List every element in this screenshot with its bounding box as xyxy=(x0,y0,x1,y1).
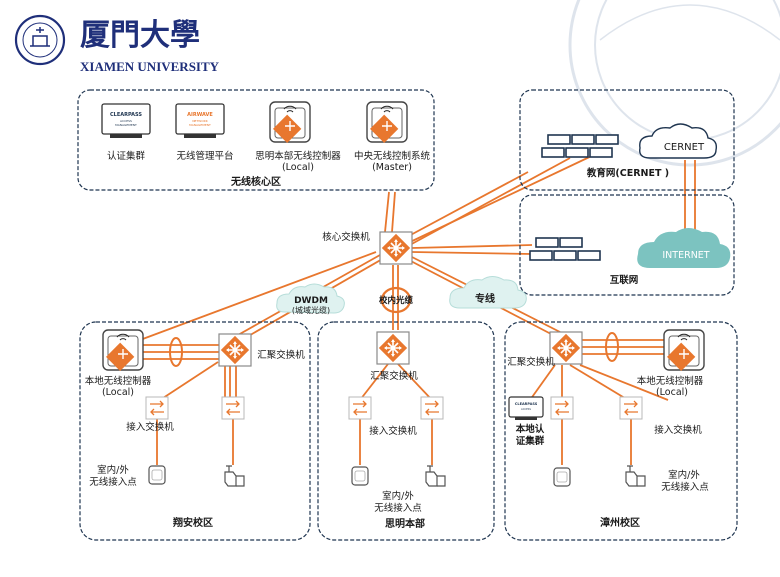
logo-english-name: XIAMEN UNIVERSITY xyxy=(80,59,220,74)
campus-fiber-link: 校内光缆 xyxy=(379,286,414,314)
cernet-zone-label: 教育网(CERNET ) xyxy=(586,167,669,179)
zhangzhou-agg-label: 汇聚交换机 xyxy=(507,356,555,368)
zhangzhou-link-aggregation xyxy=(605,332,619,362)
zhangzhou-controller-sublabel: (Local) xyxy=(656,387,688,398)
zhangzhou-ap-label: 室内/外 xyxy=(668,469,700,481)
zhangzhou-access-points: 室内/外 无线接入点 xyxy=(553,465,709,493)
svg-text:MANAGEMENT: MANAGEMENT xyxy=(189,123,211,127)
svg-text:CLEARPASS: CLEARPASS xyxy=(515,402,538,406)
svg-text:ACCESS: ACCESS xyxy=(521,407,531,411)
siming-aggregation-switch: 汇聚交换机 xyxy=(370,331,418,382)
management-platform-label: 无线管理平台 xyxy=(176,150,233,162)
zhangzhou-auth-sublabel: 证集群 xyxy=(516,435,545,447)
xiangan-link-aggregation xyxy=(169,337,183,367)
xiangan-ap-sublabel: 无线接入点 xyxy=(89,476,137,488)
zhangzhou-zone-label: 漳州校区 xyxy=(600,516,640,529)
siming-campus-zone: 汇聚交换机 接入交换机 室内/外 无线接入点 思明本部 xyxy=(317,321,495,541)
xiangan-agg-label: 汇聚交换机 xyxy=(257,349,305,361)
network-links xyxy=(125,151,696,465)
siming-ap-sublabel: 无线接入点 xyxy=(374,502,422,514)
zhangzhou-campus-zone: 汇聚交换机 本地无线控制器 (Local) CLEARPASS ACCESS 本… xyxy=(504,321,738,541)
campus-fiber-label: 校内光缆 xyxy=(379,295,414,306)
dwdm-link-label: DWDM (城域光缆) xyxy=(276,283,345,315)
zhangzhou-access-switches: 接入交换机 xyxy=(550,396,702,436)
dwdm-sublabel: (城域光缆) xyxy=(292,305,330,315)
cernet-zone: CERNET 教育网(CERNET ) xyxy=(519,89,735,191)
core-zone-label: 无线核心区 xyxy=(230,175,281,188)
zhangzhou-access-label: 接入交换机 xyxy=(654,424,702,436)
svg-text:MANAGEMENT: MANAGEMENT xyxy=(115,123,137,127)
wireless-management-platform: AIRWAVE NETWORK MANAGEMENT 无线管理平台 xyxy=(175,103,234,162)
cernet-cloud-label: CERNET xyxy=(664,142,705,153)
core-switch-label: 核心交换机 xyxy=(322,231,370,243)
cernet-router-icon xyxy=(541,134,619,158)
siming-zone-label: 思明本部 xyxy=(385,517,425,530)
xiangan-controller-label: 本地无线控制器 xyxy=(85,375,152,387)
internet-cloud-label: INTERNET xyxy=(662,250,709,261)
auth-cluster-label: 认证集群 xyxy=(107,150,146,162)
dwdm-label: DWDM xyxy=(294,296,328,306)
svg-text:ACCESS: ACCESS xyxy=(120,119,132,123)
siming-access-points: 室内/外 无线接入点 xyxy=(351,465,446,514)
central-master-controller: 中央无线控制系统 (Master) xyxy=(354,101,431,173)
cernet-cloud: CERNET xyxy=(639,123,718,159)
xiangan-access-label: 接入交换机 xyxy=(126,421,174,433)
core-switch: 核心交换机 xyxy=(322,231,413,265)
siming-ap-label: 室内/外 xyxy=(382,490,414,502)
xiangan-campus-zone: 本地无线控制器 (Local) 汇聚交换机 接入交换机 室内/外 无线接入点 翔… xyxy=(79,321,311,541)
zhangzhou-local-controller: 本地无线控制器 (Local) xyxy=(637,329,705,398)
internet-zone-label: 互联网 xyxy=(610,274,639,286)
internet-zone: INTERNET 互联网 xyxy=(519,194,735,296)
zhangzhou-auth-cluster: CLEARPASS ACCESS 本地认 证集群 xyxy=(508,396,545,447)
siming-controller-sublabel: (Local) xyxy=(282,162,314,173)
internet-router-icon xyxy=(529,237,601,261)
university-logo: 厦門大學 XIAMEN UNIVERSITY xyxy=(14,14,220,74)
siming-agg-label: 汇聚交换机 xyxy=(370,370,418,382)
zhangzhou-ap-sublabel: 无线接入点 xyxy=(661,481,709,493)
auth-cluster: CLEARPASS ACCESS MANAGEMENT 认证集群 xyxy=(101,103,151,162)
siming-access-switches: 接入交换机 xyxy=(348,396,444,437)
siming-access-label: 接入交换机 xyxy=(369,425,417,437)
siming-controller-label: 思明本部无线控制器 xyxy=(255,150,341,162)
zhangzhou-controller-label: 本地无线控制器 xyxy=(637,375,704,387)
xiangan-local-controller: 本地无线控制器 (Local) xyxy=(85,329,152,398)
internet-cloud: INTERNET xyxy=(637,228,731,268)
xiangan-controller-sublabel: (Local) xyxy=(102,387,134,398)
svg-text:AIRWAVE: AIRWAVE xyxy=(187,112,213,118)
xiangan-access-switches: 接入交换机 xyxy=(126,396,245,433)
zhangzhou-aggregation-switch: 汇聚交换机 xyxy=(507,331,583,368)
leased-line-link: 专线 xyxy=(449,276,527,309)
master-controller-label: 中央无线控制系统 xyxy=(354,150,431,162)
master-controller-sublabel: (Master) xyxy=(372,162,412,173)
siming-local-controller: 思明本部无线控制器 (Local) xyxy=(255,101,341,173)
zhangzhou-auth-label: 本地认 xyxy=(516,423,545,435)
xiangan-zone-label: 翔安校区 xyxy=(172,516,213,529)
core-zone: CLEARPASS ACCESS MANAGEMENT 认证集群 AIRWAVE… xyxy=(77,89,435,191)
logo-chinese-name: 厦門大學 xyxy=(80,18,200,53)
leased-line-label: 专线 xyxy=(475,292,495,305)
svg-text:NETWORK: NETWORK xyxy=(192,119,208,123)
svg-text:CLEARPASS: CLEARPASS xyxy=(110,112,142,118)
xiangan-access-points: 室内/外 无线接入点 xyxy=(89,464,245,488)
xiangan-ap-label: 室内/外 xyxy=(97,464,129,476)
xiangan-aggregation-switch: 汇聚交换机 xyxy=(218,333,305,367)
